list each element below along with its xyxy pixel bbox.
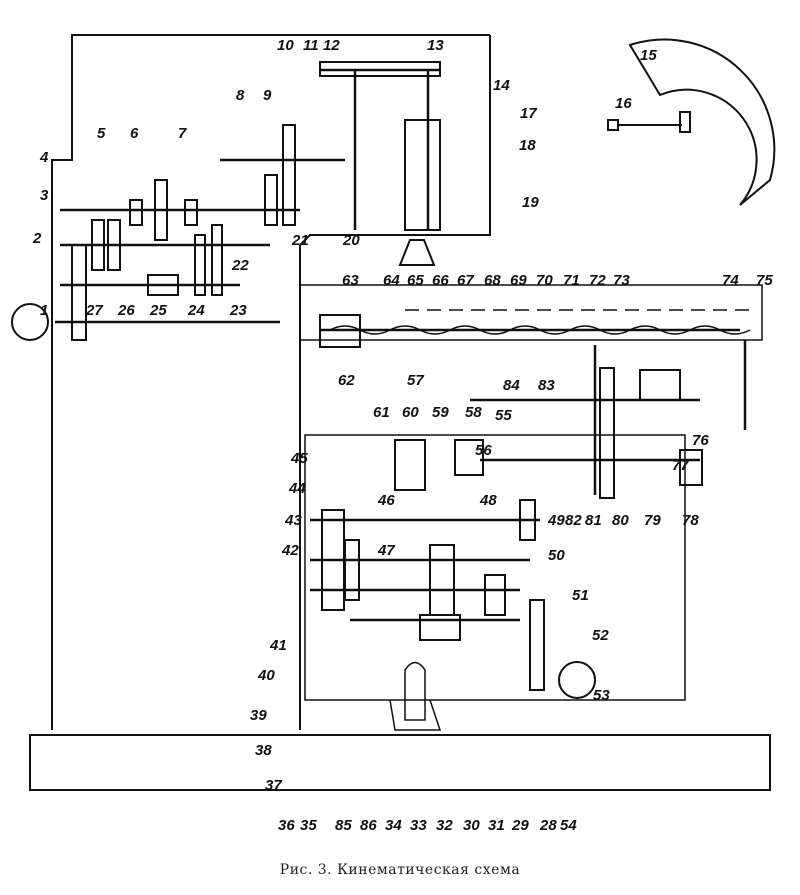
part-label-5: 5 (97, 125, 106, 142)
part-label-35: 35 (300, 817, 317, 834)
part-label-68: 68 (484, 272, 501, 289)
part-label-69: 69 (510, 272, 527, 289)
part-label-17: 17 (520, 105, 537, 122)
part-label-10: 10 (277, 37, 294, 54)
part-label-41: 41 (269, 637, 287, 654)
part-label-34: 34 (385, 817, 402, 834)
part-label-71: 71 (563, 272, 580, 289)
part-label-25: 25 (149, 302, 167, 319)
part-label-60: 60 (402, 404, 419, 421)
part-label-27: 27 (85, 302, 103, 319)
part-label-64: 64 (383, 272, 400, 289)
part-label-9: 9 (263, 87, 272, 104)
part-label-82: 82 (565, 512, 582, 529)
part-label-52: 52 (592, 627, 609, 644)
part-label-4: 4 (39, 149, 49, 166)
part-label-57: 57 (407, 372, 424, 389)
part-label-6: 6 (130, 125, 139, 142)
part-label-37: 37 (265, 777, 282, 794)
part-label-32: 32 (436, 817, 453, 834)
part-label-42: 42 (281, 542, 299, 559)
part-label-48: 48 (479, 492, 497, 509)
part-label-8: 8 (236, 87, 245, 104)
part-label-58: 58 (465, 404, 482, 421)
figure-caption: Рис. 3. Кинематическая схема (279, 862, 521, 878)
part-label-79: 79 (644, 512, 661, 529)
part-label-30: 30 (463, 817, 480, 834)
part-label-16: 16 (615, 95, 632, 112)
part-label-20: 20 (342, 232, 360, 249)
part-label-54: 54 (560, 817, 577, 834)
part-label-78: 78 (682, 512, 699, 529)
part-label-75: 75 (756, 272, 773, 289)
part-label-76: 76 (692, 432, 709, 449)
part-label-67: 67 (457, 272, 474, 289)
part-label-44: 44 (288, 480, 306, 497)
part-label-40: 40 (257, 667, 275, 684)
machine-frame (29, 34, 771, 791)
part-label-18: 18 (519, 137, 536, 154)
part-label-24: 24 (187, 302, 205, 319)
part-label-39: 39 (250, 707, 267, 724)
part-label-70: 70 (536, 272, 553, 289)
part-label-14: 14 (493, 77, 510, 94)
part-label-66: 66 (432, 272, 449, 289)
part-label-15: 15 (640, 47, 657, 64)
part-label-55: 55 (495, 407, 512, 424)
part-label-63: 63 (342, 272, 359, 289)
part-label-11: 11 (303, 37, 319, 54)
part-label-83: 83 (538, 377, 555, 394)
part-label-36: 36 (278, 817, 295, 834)
part-label-1: 1 (40, 302, 48, 319)
part-label-47: 47 (377, 542, 395, 559)
part-label-43: 43 (284, 512, 302, 529)
main-motor (11, 303, 49, 341)
part-label-53: 53 (593, 687, 610, 704)
part-label-31: 31 (488, 817, 505, 834)
part-label-65: 65 (407, 272, 424, 289)
part-label-23: 23 (229, 302, 247, 319)
part-label-50: 50 (548, 547, 565, 564)
part-label-38: 38 (255, 742, 272, 759)
part-label-73: 73 (613, 272, 630, 289)
part-label-84: 84 (503, 377, 520, 394)
part-label-85: 85 (335, 817, 352, 834)
part-label-2: 2 (32, 230, 42, 247)
part-label-81: 81 (585, 512, 602, 529)
shafts (55, 68, 747, 622)
part-label-62: 62 (338, 372, 355, 389)
part-label-59: 59 (432, 404, 449, 421)
part-label-13: 13 (427, 37, 444, 54)
rotary-table (607, 38, 776, 206)
part-label-51: 51 (572, 587, 589, 604)
part-label-74: 74 (722, 272, 739, 289)
part-label-72: 72 (589, 272, 606, 289)
part-label-28: 28 (539, 817, 557, 834)
part-label-19: 19 (522, 194, 539, 211)
part-label-77: 77 (672, 457, 689, 474)
part-label-7: 7 (178, 125, 187, 142)
part-label-12: 12 (323, 37, 340, 54)
part-label-21: 21 (291, 232, 309, 249)
part-label-86: 86 (360, 817, 377, 834)
part-label-3: 3 (40, 187, 49, 204)
part-label-29: 29 (511, 817, 529, 834)
part-label-33: 33 (410, 817, 427, 834)
part-label-45: 45 (290, 450, 308, 467)
part-label-80: 80 (612, 512, 629, 529)
part-label-22: 22 (231, 257, 249, 274)
work-table (299, 284, 763, 341)
part-label-26: 26 (117, 302, 135, 319)
feed-motor (558, 661, 596, 699)
gears (71, 61, 703, 691)
part-label-49: 49 (547, 512, 565, 529)
part-label-46: 46 (377, 492, 395, 509)
part-label-56: 56 (475, 442, 492, 459)
part-label-61: 61 (373, 404, 390, 421)
motors (11, 303, 596, 699)
